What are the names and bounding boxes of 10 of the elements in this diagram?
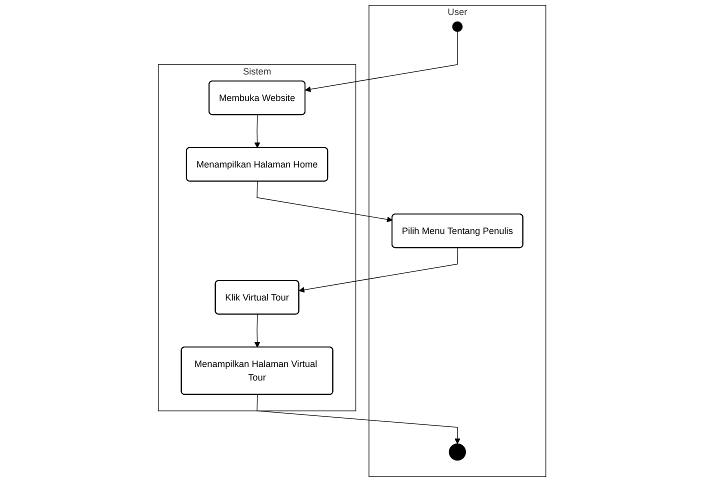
cluster bbox=[158, 64, 357, 412]
cluster bbox=[369, 4, 547, 478]
arrow bbox=[254, 114, 261, 148]
arrow bbox=[257, 394, 461, 444]
arrow bbox=[254, 314, 261, 348]
node-circle bbox=[449, 443, 466, 461]
node-circle bbox=[452, 21, 464, 32]
arrow bbox=[257, 181, 394, 222]
arrow bbox=[299, 248, 458, 293]
arrow bbox=[306, 31, 458, 92]
